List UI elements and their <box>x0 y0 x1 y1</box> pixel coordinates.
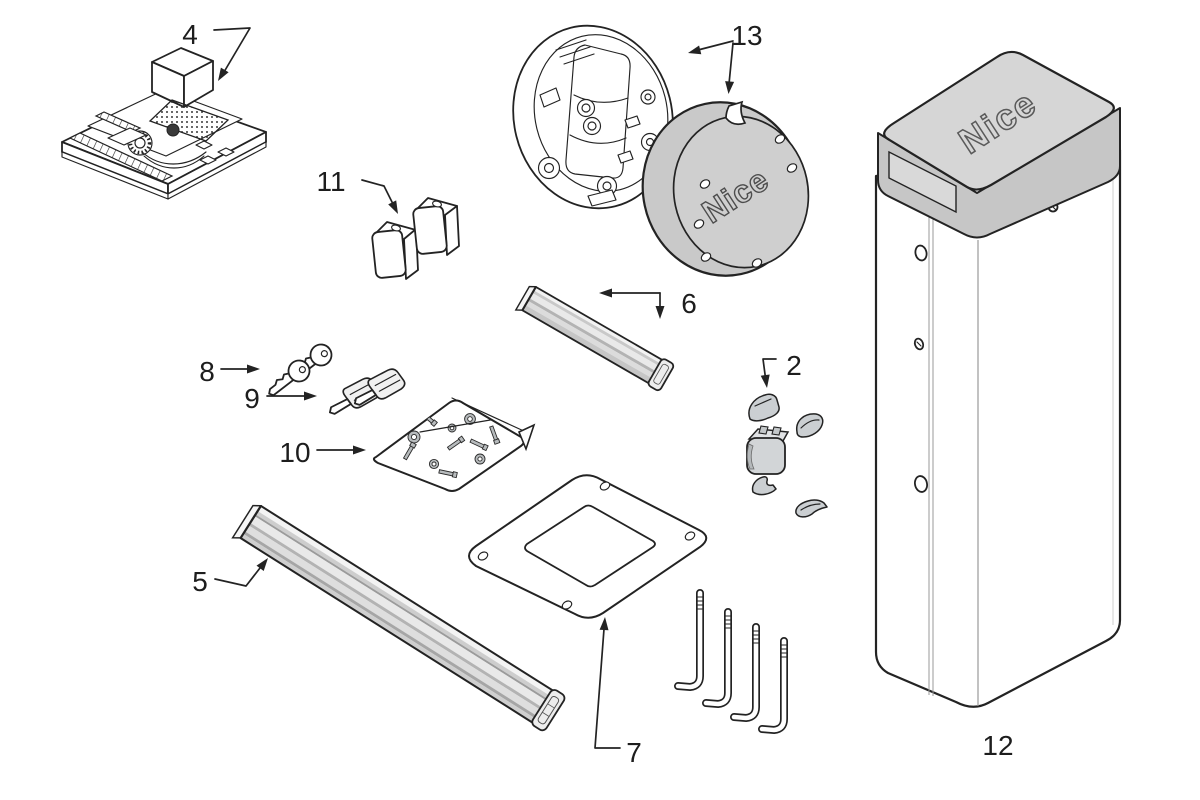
part-label-7: 7 <box>626 737 642 768</box>
transformer <box>151 47 214 108</box>
part-4-control-board <box>61 47 267 200</box>
anchor-bolt <box>674 589 704 692</box>
release-lever <box>141 151 207 169</box>
leader-arrow-4 <box>213 27 251 81</box>
part-label-2: 2 <box>786 350 802 381</box>
part-12-cabinet: Nice <box>874 50 1122 708</box>
leader-arrow-10 <box>316 445 366 455</box>
part-7-foundation-plate <box>468 474 708 619</box>
buzzer <box>166 123 180 137</box>
part-2-release-parts <box>746 393 828 518</box>
terminal-strip <box>68 132 174 182</box>
part-13-cover-disc: Nice <box>641 100 810 277</box>
anchor-bolt <box>758 637 788 735</box>
leader-arrow-8 <box>220 364 260 374</box>
cabinet-body <box>874 148 1122 708</box>
plate-holes <box>477 481 696 610</box>
anchor-bolt <box>702 608 732 709</box>
leader-arrow-11 <box>361 179 398 214</box>
part-label-6: 6 <box>681 288 697 319</box>
part-label-9: 9 <box>244 383 260 414</box>
part-label-12: 12 <box>982 730 1013 761</box>
lid-band-recess <box>888 150 957 214</box>
anchor-bolt <box>730 623 760 723</box>
lid-top <box>883 50 1115 191</box>
plate-cutout <box>524 504 656 588</box>
part-label-10: 10 <box>279 437 310 468</box>
part-label-8: 8 <box>199 356 215 387</box>
leader-arrow-7 <box>594 617 621 749</box>
part-8-keys <box>268 343 333 397</box>
part-9-keys <box>328 368 406 415</box>
leader-arrow-9 <box>266 391 317 401</box>
leader-arrow-5 <box>214 558 268 587</box>
heatsink-grid <box>148 99 230 142</box>
part-label-5: 5 <box>192 566 208 597</box>
part-6-short-profile <box>514 285 675 392</box>
part-11-caps <box>371 197 460 280</box>
release-cap <box>746 425 790 475</box>
leader-arrow-2 <box>760 358 777 388</box>
leader-arrow-6 <box>599 288 665 319</box>
lid-side-band <box>877 107 1121 239</box>
part-5-long-profile <box>231 504 566 732</box>
cabinet-holes <box>913 244 929 493</box>
part-label-4: 4 <box>182 19 198 50</box>
part-label-11: 11 <box>316 166 345 197</box>
anchor-bolts <box>674 589 788 735</box>
cover-screw-holes <box>693 134 798 268</box>
cover-notch <box>725 100 747 126</box>
part-13-mechanism-disc <box>512 24 674 210</box>
bag-fold <box>517 423 536 452</box>
part-label-13: 13 <box>731 20 762 51</box>
terminal-strip-2 <box>94 111 142 133</box>
leader-arrow-13 <box>688 40 735 94</box>
